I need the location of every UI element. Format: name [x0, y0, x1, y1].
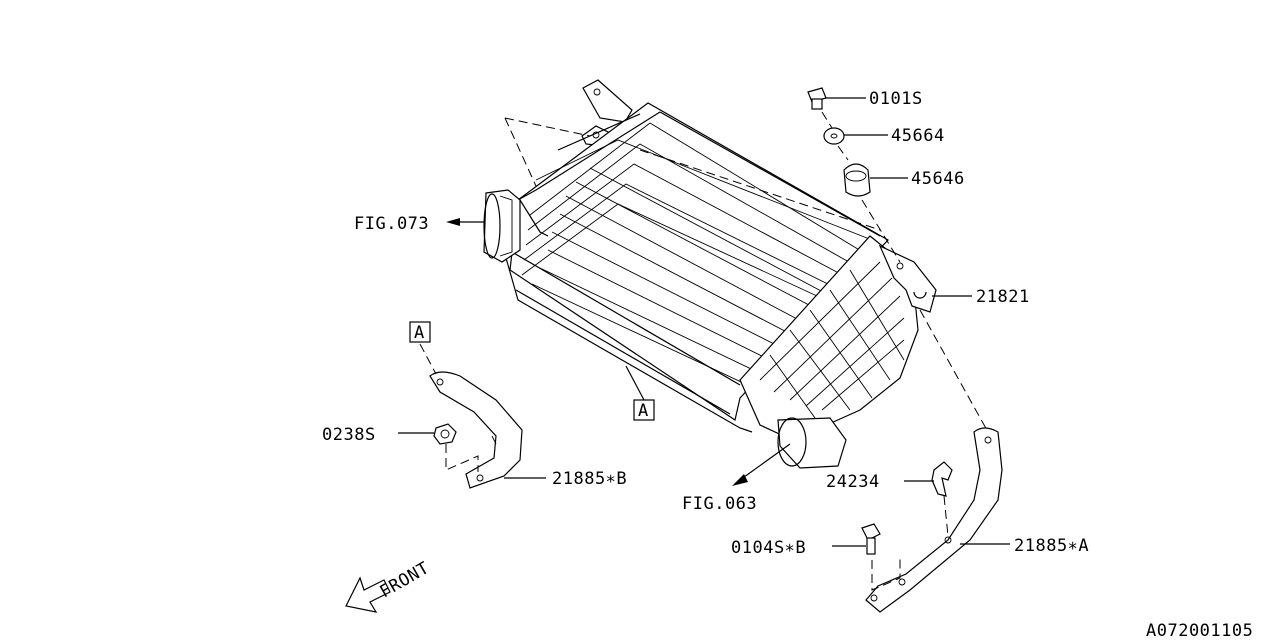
label-fig073[interactable]: FIG.073: [354, 214, 429, 234]
label-45664: 45664: [891, 126, 945, 146]
ref-box-a-left: [409, 321, 431, 343]
label-45646: 45646: [911, 169, 965, 189]
ref-mark-a-center: A: [638, 401, 649, 421]
grommet-45646[interactable]: [843, 163, 871, 197]
label-21885a: 21885∗A: [1014, 536, 1089, 556]
label-0104sb: 0104S∗B: [731, 538, 806, 558]
label-21885b: 21885∗B: [552, 469, 627, 489]
bracket-21885b[interactable]: [429, 371, 523, 489]
ref-mark-a-left: A: [414, 323, 425, 343]
clip-24234[interactable]: [931, 461, 953, 497]
bracket-21885a[interactable]: [865, 427, 1003, 613]
intercooler-core[interactable]: [483, 79, 937, 469]
label-21821: 21821: [976, 287, 1030, 307]
label-fig063[interactable]: FIG.063: [682, 494, 757, 514]
bolt-0101s[interactable]: [807, 87, 827, 110]
diagram-id: A072001105: [1146, 621, 1253, 640]
front-label: FRONT: [377, 558, 433, 602]
label-24234: 24234: [826, 472, 880, 492]
label-0101s: 0101S: [869, 89, 923, 109]
nut-0238s[interactable]: [433, 423, 457, 445]
washer-45664[interactable]: [823, 127, 845, 145]
front-arrow-icon: [345, 576, 391, 613]
bolt-0104sb[interactable]: [861, 523, 881, 555]
label-0238s: 0238S: [322, 425, 376, 445]
